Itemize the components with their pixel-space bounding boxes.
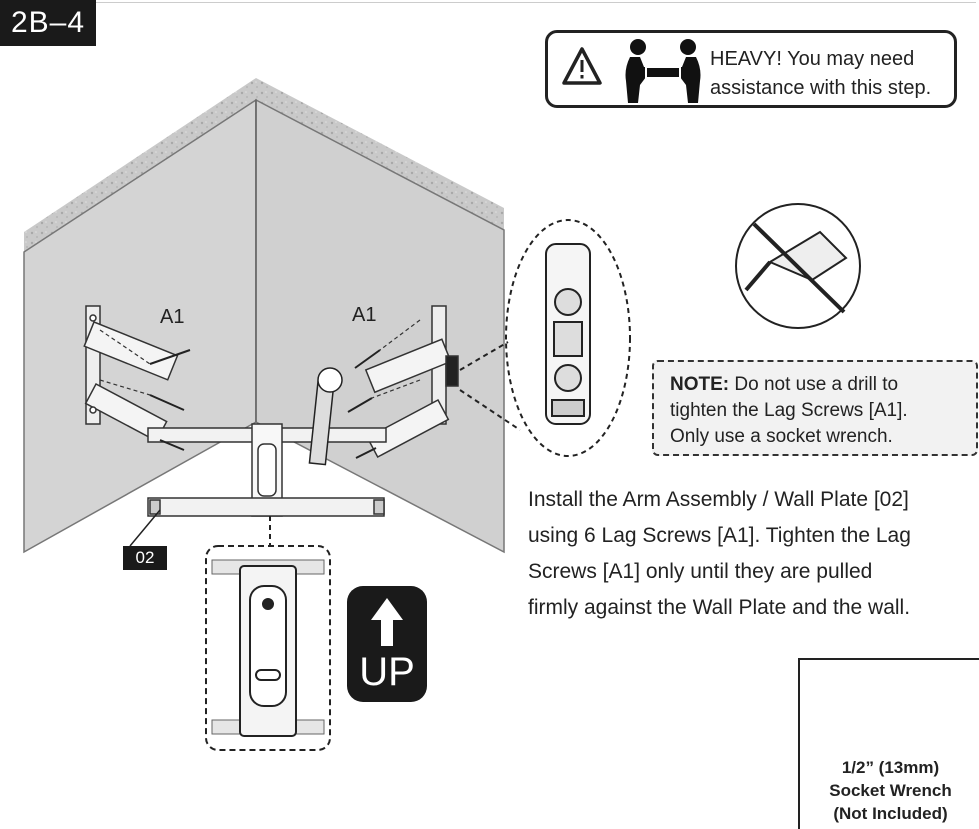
warning-icons [562, 39, 701, 103]
note-box: NOTE: Do not use a drill to tighten the … [652, 360, 978, 456]
tool-caption: 1/2” (13mm) Socket Wrench (Not Included) [800, 756, 979, 825]
warning-line-2: assistance with this step. [710, 77, 932, 99]
bracket-zoom-callout [205, 516, 331, 751]
instruction-line: firmly against the Wall Plate and the wa… [528, 596, 911, 619]
tool-size: 1/2” (13mm) [841, 758, 940, 777]
warning-text: HEAVY! You may need assistance with this… [710, 45, 960, 103]
instruction-line: using 6 Lag Screws [A1]. Tighten the Lag [528, 524, 911, 547]
warning-line-1: HEAVY! You may need [710, 48, 915, 70]
up-direction-badge: UP [347, 586, 427, 702]
part-label-02: 02 [123, 546, 167, 570]
screw-label-left: A1 [160, 306, 185, 328]
tilt-handle [308, 367, 343, 466]
two-person-lift-icon [625, 39, 701, 103]
top-divider [96, 2, 976, 3]
note-prefix: NOTE: [670, 374, 730, 395]
instructions-text: Install the Arm Assembly / Wall Plate [0… [528, 482, 978, 626]
tool-required-box: 1/2” (13mm) Socket Wrench (Not Included) [798, 658, 979, 829]
part-leader-line [129, 509, 161, 547]
center-bracket [147, 423, 387, 517]
level-icon [545, 243, 591, 425]
right-wall-plate-assembly [364, 305, 459, 458]
screw-guides [99, 319, 421, 399]
note-line-3: Only use a socket wrench. [670, 426, 893, 447]
warning-triangle-icon [562, 47, 602, 85]
up-label: UP [359, 650, 415, 694]
screw-label-right: A1 [352, 304, 377, 326]
note-line-2: tighten the Lag Screws [A1]. [670, 400, 908, 421]
lag-screws [149, 349, 381, 459]
up-arrow-icon [371, 598, 403, 646]
instruction-line: Install the Arm Assembly / Wall Plate [0… [528, 488, 909, 511]
instruction-line: Screws [A1] only until they are pulled [528, 560, 873, 583]
note-line-1: NOTE: Do not use a drill to [670, 372, 976, 398]
level-callout [459, 219, 631, 457]
step-number-badge: 2B–4 [0, 0, 96, 46]
no-drill-icon [735, 203, 861, 329]
warning-box: HEAVY! You may need assistance with this… [545, 30, 957, 108]
note-line-1-text: Do not use a drill to [729, 374, 899, 395]
tool-note: (Not Included) [833, 804, 948, 823]
tool-name: Socket Wrench [829, 781, 952, 800]
